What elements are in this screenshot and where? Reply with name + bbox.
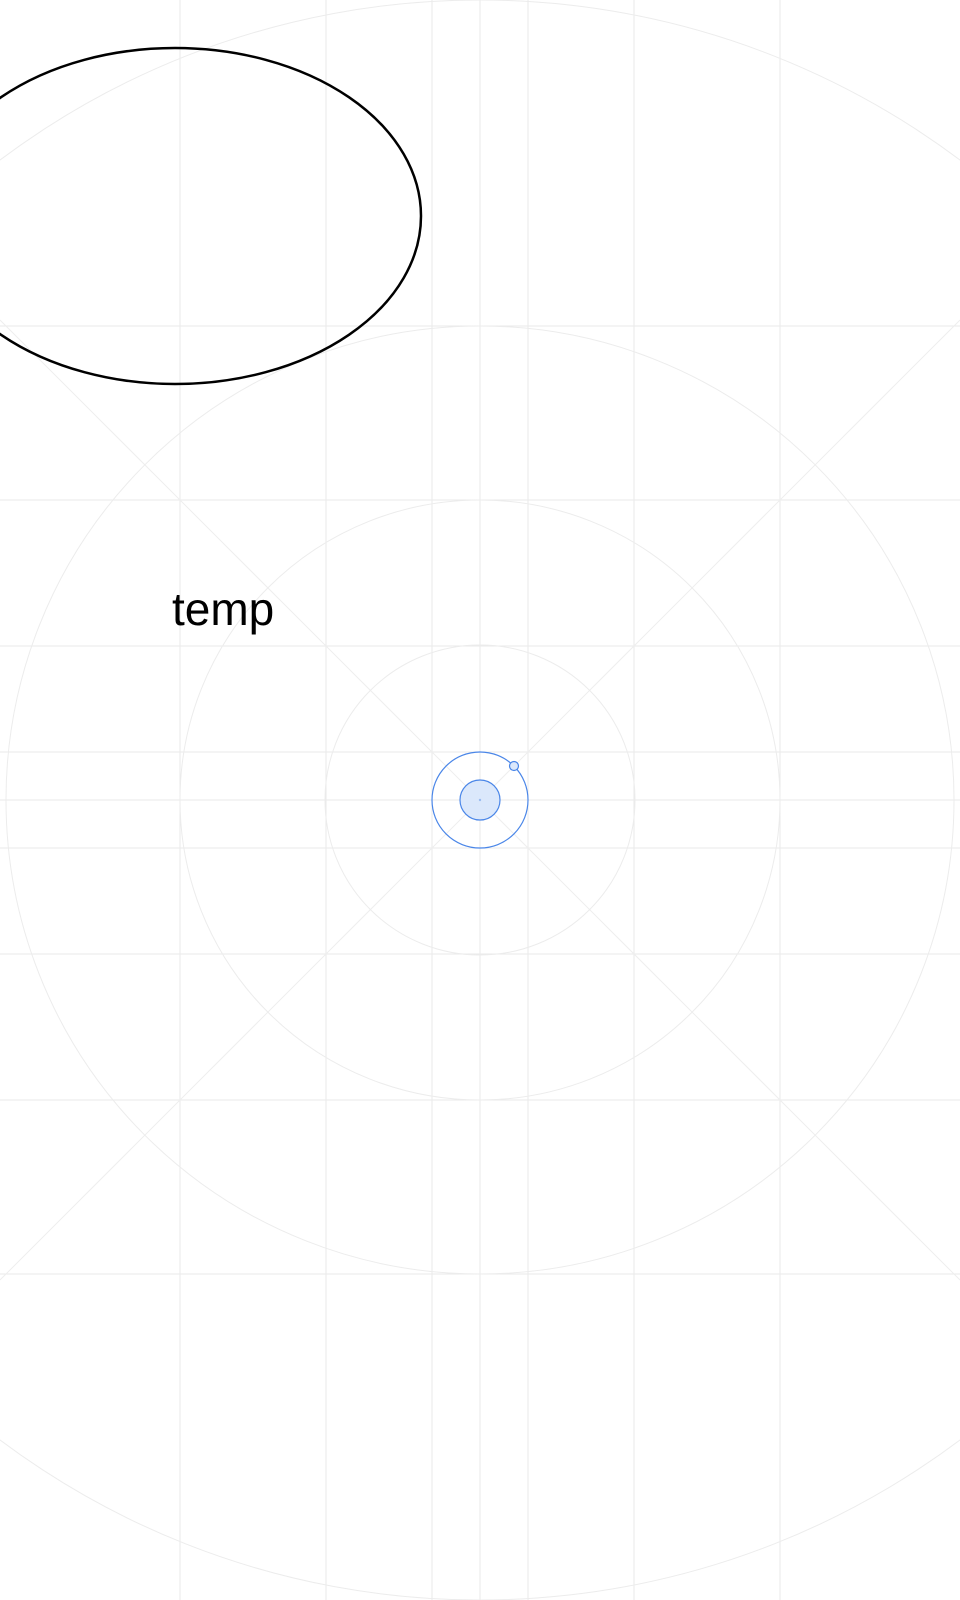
text-label-temp[interactable]: temp — [172, 583, 274, 635]
rotation-handle[interactable] — [508, 760, 520, 772]
grid-ring — [324, 644, 636, 956]
grid-ring — [5, 325, 955, 1275]
ellipse-shape[interactable] — [0, 46, 423, 386]
anchor-center-dot — [478, 798, 482, 802]
anchor-outer-ring[interactable] — [431, 751, 529, 849]
grid-ring — [179, 499, 781, 1101]
rotation-anchor-icon[interactable] — [431, 751, 529, 849]
